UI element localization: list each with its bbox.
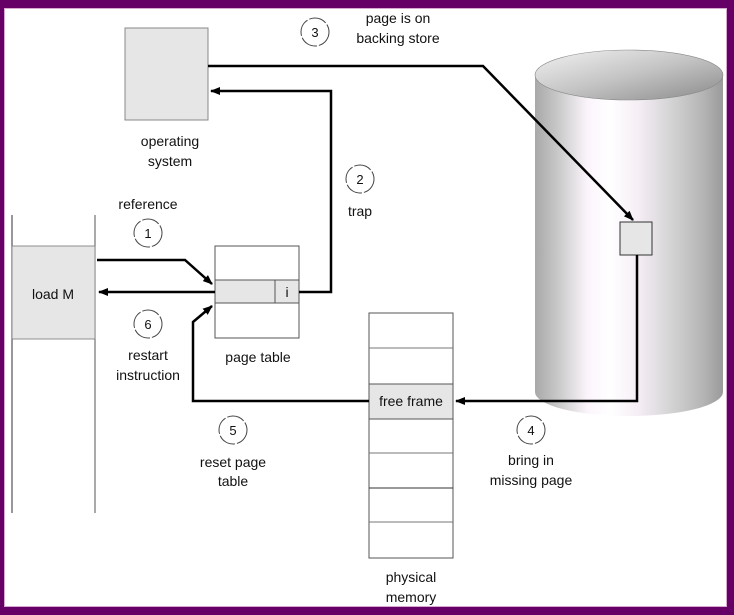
step-4-text-1: bring in bbox=[508, 452, 554, 468]
load-m-instruction: load M bbox=[32, 286, 74, 302]
invalid-bit: i bbox=[285, 284, 288, 300]
step-5: 5 reset page table bbox=[200, 415, 266, 489]
free-frame-label: free frame bbox=[379, 393, 443, 409]
step-6-number: 6 bbox=[144, 317, 151, 332]
step-4-number: 4 bbox=[527, 423, 534, 438]
step-1-number: 1 bbox=[144, 226, 151, 241]
step-5-text-1: reset page bbox=[200, 454, 266, 470]
step-3: 3 page is on backing store bbox=[300, 10, 440, 47]
physical-memory-label-1: physical bbox=[386, 569, 437, 585]
step-6-text-1: restart bbox=[128, 347, 168, 363]
step-5-text-2: table bbox=[218, 473, 249, 489]
os-label-2: system bbox=[148, 153, 192, 169]
step-1-text: reference bbox=[118, 196, 177, 212]
program-column bbox=[11, 215, 96, 513]
arrow-4-bring-in bbox=[455, 255, 639, 405]
arrow-1-reference bbox=[97, 258, 213, 285]
physical-memory bbox=[368, 312, 454, 559]
arrow-5-reset bbox=[191, 305, 369, 403]
step-4-text-2: missing page bbox=[490, 472, 573, 488]
os-label-1: operating bbox=[141, 133, 199, 149]
step-6-text-2: instruction bbox=[116, 367, 180, 383]
step-3-text-1: page is on bbox=[366, 10, 431, 26]
step-1: 1 reference bbox=[118, 196, 178, 248]
step-5-number: 5 bbox=[229, 423, 236, 438]
missing-page-block bbox=[619, 221, 653, 256]
step-3-number: 3 bbox=[311, 25, 318, 40]
step-2-number: 2 bbox=[356, 172, 363, 187]
step-6: 6 restart instruction bbox=[116, 309, 180, 383]
step-2: 2 trap bbox=[345, 164, 375, 219]
arrow-2-trap bbox=[210, 87, 333, 294]
arrow-3-backing-store bbox=[208, 64, 634, 221]
step-2-text: trap bbox=[348, 203, 372, 219]
physical-memory-label-2: memory bbox=[386, 589, 437, 605]
step-3-text-2: backing store bbox=[356, 30, 439, 46]
page-table-label: page table bbox=[225, 349, 291, 365]
operating-system-box bbox=[124, 27, 209, 121]
step-4: 4 bring in missing page bbox=[490, 415, 573, 488]
